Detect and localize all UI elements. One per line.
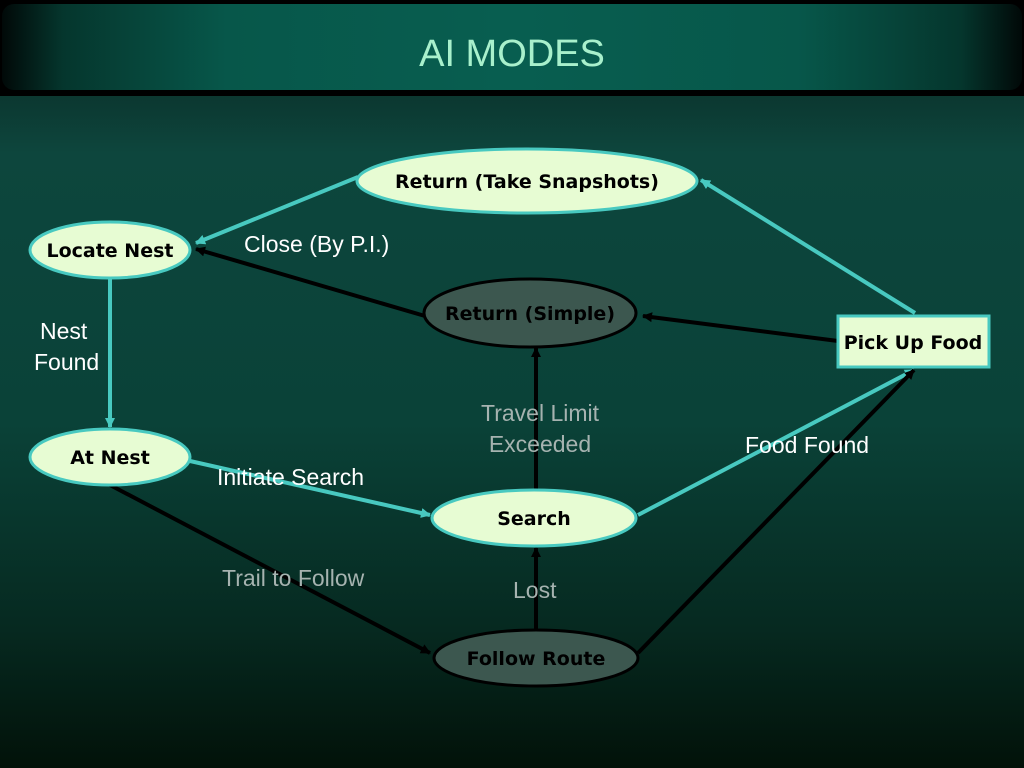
label-food-found: Food Found bbox=[745, 432, 869, 458]
node-label: Follow Route bbox=[467, 648, 606, 670]
node-follow-route[interactable]: Follow Route bbox=[432, 628, 640, 688]
title-band: AI MODES bbox=[2, 4, 1022, 90]
node-at-nest[interactable]: At Nest bbox=[28, 427, 192, 487]
node-label: At Nest bbox=[70, 447, 150, 469]
page-title: AI MODES bbox=[419, 33, 605, 75]
node-label: Return (Take Snapshots) bbox=[395, 171, 659, 193]
title-bar: AI MODES bbox=[0, 0, 1024, 96]
edge-at-nest-to-search bbox=[189, 459, 431, 518]
node-label: Return (Simple) bbox=[445, 303, 615, 325]
label-travel-limit-line1: Travel Limit bbox=[481, 400, 600, 426]
edge-return-simple-to-locate-nest bbox=[195, 246, 426, 318]
node-return-take-snapshots[interactable]: Return (Take Snapshots) bbox=[355, 147, 699, 215]
label-lost: Lost bbox=[513, 577, 557, 603]
node-pick-up-food[interactable]: Pick Up Food bbox=[836, 314, 991, 369]
node-label: Pick Up Food bbox=[844, 332, 983, 354]
label-nest-found-line1: Nest bbox=[40, 318, 88, 344]
node-locate-nest[interactable]: Locate Nest bbox=[28, 220, 192, 280]
node-return-simple[interactable]: Return (Simple) bbox=[422, 277, 638, 349]
node-label: Locate Nest bbox=[46, 240, 173, 262]
edge-pick-up-food-to-return-simple bbox=[642, 312, 839, 343]
label-initiate-search: Initiate Search bbox=[217, 464, 364, 490]
label-travel-limit-line2: Exceeded bbox=[489, 431, 591, 457]
edges bbox=[105, 175, 917, 655]
node-search[interactable]: Search bbox=[430, 488, 638, 548]
label-close-by-pi: Close (By P.I.) bbox=[244, 231, 389, 257]
edge-search-to-pick-up-food bbox=[637, 368, 915, 517]
label-trail-to-follow: Trail to Follow bbox=[222, 565, 365, 591]
edge-labels: Close (By P.I.) Nest Found Travel Limit … bbox=[34, 231, 869, 603]
edge-follow-route-to-pick-up-food bbox=[636, 368, 916, 655]
node-label: Search bbox=[497, 508, 571, 530]
edge-snapshots-to-locate-nest bbox=[195, 175, 359, 245]
edge-at-nest-to-follow-route bbox=[109, 483, 431, 655]
label-nest-found-line2: Found bbox=[34, 349, 99, 375]
edge-pick-up-food-to-snapshots bbox=[699, 178, 917, 315]
